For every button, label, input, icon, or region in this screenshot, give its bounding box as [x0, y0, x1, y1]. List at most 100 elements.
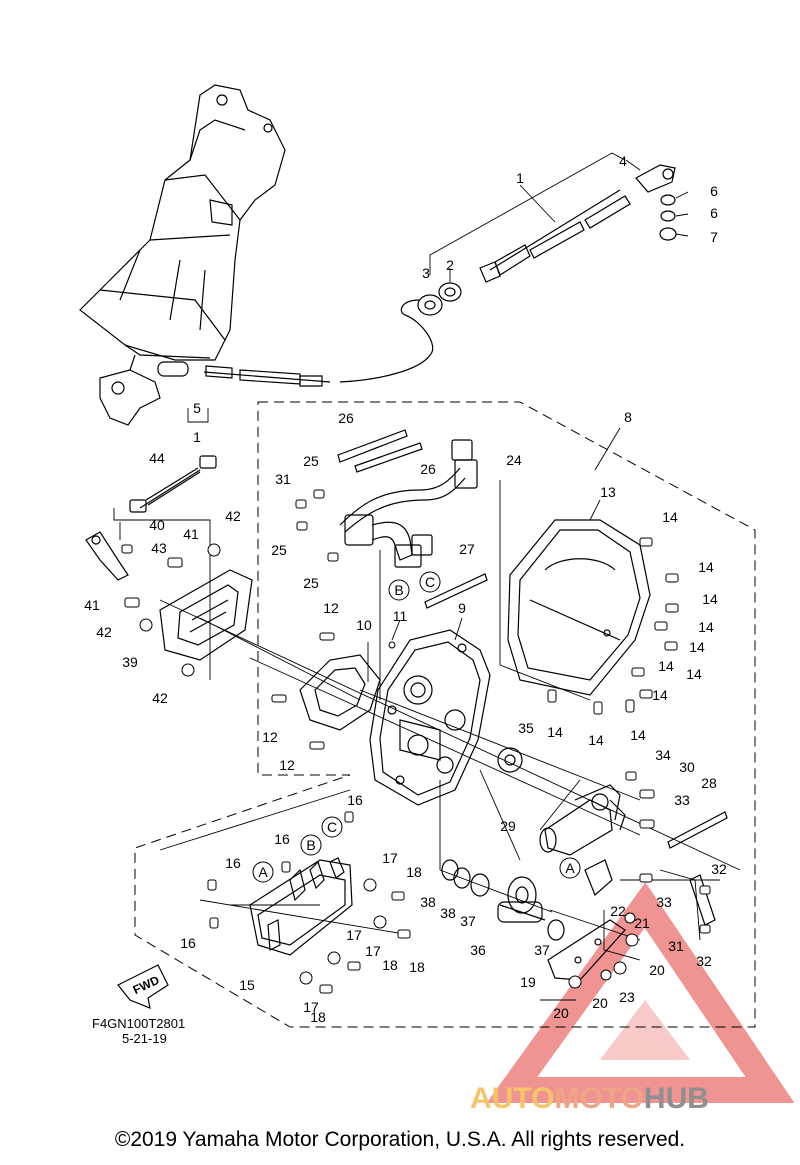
part-callout-c18d: 18: [310, 1009, 326, 1025]
connector-marker-b-lower: B: [300, 834, 322, 856]
part-callout-c17c: 17: [365, 943, 381, 959]
connector-markers: B C C B A A: [252, 571, 581, 883]
part-callout-c3: 3: [422, 265, 430, 281]
part-callout-c17a: 17: [382, 850, 398, 866]
part-callout-c18a: 18: [406, 864, 422, 880]
watermark-brand: AUTOMOTOHUB: [470, 1082, 709, 1116]
part-callout-c41a: 41: [183, 526, 199, 542]
diagram-date: 5-21-19: [122, 1031, 167, 1046]
fwd-arrow-icon: FWD: [117, 964, 169, 1009]
connector-marker-a-right: A: [559, 857, 581, 879]
part-callout-c14g: 14: [652, 687, 668, 703]
part-callout-c14j: 14: [630, 727, 646, 743]
part-callout-c25a: 25: [303, 453, 319, 469]
steering-cable: [339, 164, 677, 383]
part-callout-c40: 40: [149, 517, 165, 533]
part-callout-c42c: 42: [152, 690, 168, 706]
part-callout-c18b: 18: [382, 957, 398, 973]
svg-text:C: C: [425, 574, 435, 590]
part-callout-c27: 27: [459, 541, 475, 557]
watermark-logo: [486, 882, 795, 1103]
part-callout-c36: 36: [470, 942, 486, 958]
part-callout-c1b: 1: [193, 429, 201, 445]
part-callout-c17d: 17: [303, 999, 319, 1015]
lever-assembly: [85, 455, 217, 581]
part-callout-c38b: 38: [440, 905, 456, 921]
part-callout-c25c: 25: [303, 575, 319, 591]
part-callout-c28: 28: [701, 775, 717, 791]
housing-9: [369, 629, 491, 806]
part-callout-c1: 1: [516, 170, 524, 186]
part-callout-c35: 35: [518, 720, 534, 736]
nozzle-housing: [79, 84, 331, 426]
part-callout-c14c: 14: [702, 591, 718, 607]
part-callout-c14a: 14: [662, 509, 678, 525]
part-callout-c24: 24: [506, 452, 522, 468]
part-callout-c21: 21: [634, 915, 650, 931]
cover-13: [507, 519, 651, 696]
diagram-code: F4GN100T2801: [92, 1016, 186, 1031]
part-callout-c10: 10: [356, 617, 372, 633]
part-callout-c20a: 20: [649, 962, 665, 978]
part-callout-c41b: 41: [84, 597, 100, 613]
part-callout-c14e: 14: [658, 658, 674, 674]
part-callout-c26a: 26: [338, 410, 354, 426]
part-callout-c31a: 31: [275, 471, 291, 487]
part-callout-c37a: 37: [460, 913, 476, 929]
part-callout-c34: 34: [655, 747, 671, 763]
part-callout-c14h: 14: [547, 724, 563, 740]
part-callout-c11: 11: [393, 608, 408, 624]
part-callout-c19: 19: [520, 974, 536, 990]
part-callout-c39: 39: [122, 654, 138, 670]
part-callout-c14f: 14: [686, 666, 702, 682]
brand-part-hub: HUB: [643, 1082, 709, 1115]
part-callout-c6b: 6: [710, 205, 718, 221]
part-callout-c16b: 16: [274, 831, 290, 847]
copyright-notice: ©2019 Yamaha Motor Corporation, U.S.A. A…: [114, 1128, 686, 1151]
connector-marker-b-top: B: [388, 579, 410, 601]
part-callout-c43: 43: [151, 540, 167, 556]
part-callout-c38a: 38: [420, 894, 436, 910]
part-callout-c16a: 16: [347, 792, 363, 808]
plate-39: [159, 569, 253, 661]
part-callout-c20c: 20: [553, 1005, 569, 1021]
part-callout-c12a: 12: [323, 600, 339, 616]
part-callout-c30: 30: [679, 759, 695, 775]
part-callout-c33b: 33: [656, 894, 672, 910]
part-callout-c7: 7: [710, 229, 718, 245]
svg-text:C: C: [327, 819, 337, 835]
part-callout-c4: 4: [619, 153, 627, 169]
part-callout-c42b: 42: [96, 624, 112, 640]
leader-lines-main: [113, 427, 741, 1001]
part-callout-c12c: 12: [279, 757, 295, 773]
part-callout-c13: 13: [600, 484, 616, 500]
part-callout-c32b: 32: [696, 953, 712, 969]
part-callout-c6a: 6: [710, 183, 718, 199]
part-callout-c29: 29: [500, 818, 516, 834]
part-callout-c18c: 18: [409, 959, 425, 975]
part-callout-c14d: 14: [698, 619, 714, 635]
part-callout-c14b: 14: [698, 559, 714, 575]
svg-text:A: A: [258, 864, 268, 880]
part-callout-c22: 22: [610, 903, 626, 919]
svg-text:B: B: [394, 582, 403, 598]
part-callout-c2: 2: [446, 257, 454, 273]
svg-text:A: A: [565, 860, 575, 876]
part-callout-c44: 44: [149, 450, 165, 466]
part-callout-c5: 5: [193, 400, 201, 416]
part-callout-c17b: 17: [346, 927, 362, 943]
part-callout-c16d: 16: [180, 935, 196, 951]
svg-text:B: B: [306, 837, 315, 853]
part-callout-c26b: 26: [420, 461, 436, 477]
part-callout-c16c: 16: [225, 855, 241, 871]
part-callout-c14k: 14: [689, 639, 705, 655]
gasket-10: [299, 654, 381, 731]
part-callout-c23: 23: [619, 989, 635, 1005]
wiring-harness: [337, 429, 728, 849]
part-callout-c12b: 12: [262, 729, 278, 745]
part-callout-c14i: 14: [588, 732, 604, 748]
connector-marker-c-lower: C: [321, 816, 343, 838]
part-callout-c32a: 32: [711, 861, 727, 877]
